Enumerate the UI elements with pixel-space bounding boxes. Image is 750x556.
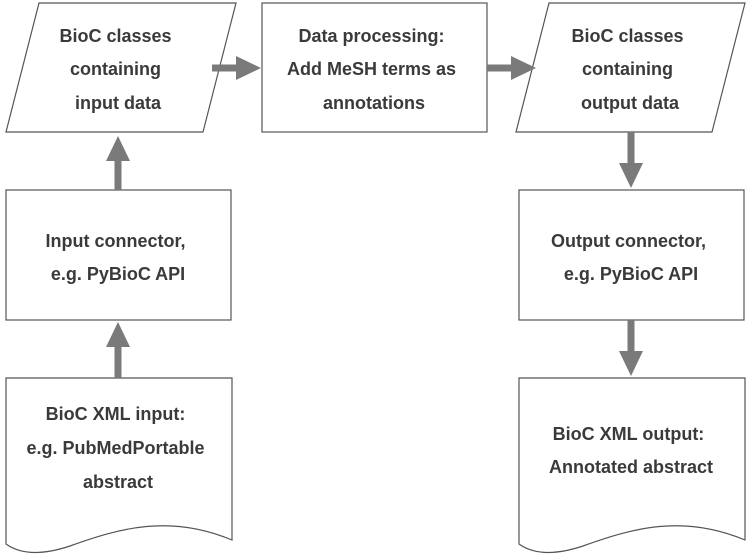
node-output-connector-line-2: e.g. PyBioC API — [564, 264, 698, 284]
edge-3-arrowhead — [236, 56, 261, 80]
node-input-classes-shape — [5, 2, 237, 133]
edge-output-connector-to-xml-output — [619, 320, 643, 376]
node-processing-shape — [261, 2, 488, 133]
node-xml-output-line-1: BioC XML output: — [553, 424, 705, 444]
node-processing-line-3: annotations — [323, 93, 425, 113]
node-output-classes-shape — [515, 2, 746, 133]
edge-5-arrowhead — [619, 163, 643, 188]
node-input-classes-line-3: input data — [75, 93, 162, 113]
node-xml-input: BioC XML input: e.g. PubMedPortable abst… — [5, 377, 233, 554]
node-xml-output: BioC XML output: Annotated abstract — [518, 377, 746, 554]
node-output-classes: BioC classes containing output data — [515, 2, 746, 133]
node-output-classes-line-2: containing — [582, 59, 673, 79]
node-xml-input-line-2: e.g. PubMedPortable — [26, 438, 204, 458]
node-output-connector-line-1: Output connector, — [551, 231, 706, 251]
node-xml-input-document-shape — [5, 377, 233, 554]
node-output-connector-shape — [518, 189, 745, 321]
node-processing-line-2: Add MeSH terms as — [287, 59, 456, 79]
edge-input-connector-to-input-classes — [106, 136, 130, 190]
node-input-connector-label: Input connector, e.g. PyBioC API — [45, 231, 190, 284]
node-xml-input-label: BioC XML input: e.g. PubMedPortable abst… — [26, 404, 209, 492]
edge-processing-to-output-classes — [487, 56, 536, 80]
node-input-classes: BioC classes containing input data — [5, 2, 237, 133]
node-output-connector-label: Output connector, e.g. PyBioC API — [551, 231, 711, 284]
node-input-connector-line-1: Input connector, — [45, 231, 185, 251]
node-processing-line-1: Data processing: — [298, 26, 444, 46]
node-output-classes-label: BioC classes containing output data — [571, 26, 688, 113]
edge-output-classes-to-output-connector — [619, 132, 643, 188]
node-input-classes-line-2: containing — [70, 59, 161, 79]
node-input-connector: Input connector, e.g. PyBioC API — [5, 189, 232, 321]
node-xml-input-line-1: BioC XML input: — [46, 404, 186, 424]
node-input-classes-label: BioC classes containing input data — [59, 26, 176, 113]
edge-2-arrowhead — [106, 136, 130, 161]
node-xml-output-document-shape — [518, 377, 746, 554]
edge-xml-input-to-input-connector — [106, 322, 130, 378]
node-xml-output-line-2: Annotated abstract — [549, 457, 713, 477]
node-input-connector-line-2: e.g. PyBioC API — [51, 264, 185, 284]
node-processing: Data processing: Add MeSH terms as annot… — [261, 2, 488, 133]
edge-6-arrowhead — [619, 351, 643, 376]
node-processing-label: Data processing: Add MeSH terms as annot… — [287, 26, 461, 113]
edge-1-arrowhead — [106, 322, 130, 347]
node-output-classes-line-1: BioC classes — [571, 26, 683, 46]
node-xml-input-line-3: abstract — [83, 472, 153, 492]
node-input-classes-line-1: BioC classes — [59, 26, 171, 46]
node-xml-output-label: BioC XML output: Annotated abstract — [549, 424, 713, 477]
node-output-classes-line-3: output data — [581, 93, 680, 113]
edge-input-classes-to-processing — [212, 56, 261, 80]
node-input-connector-shape — [5, 189, 232, 321]
node-output-connector: Output connector, e.g. PyBioC API — [518, 189, 745, 321]
edge-4-arrowhead — [511, 56, 536, 80]
